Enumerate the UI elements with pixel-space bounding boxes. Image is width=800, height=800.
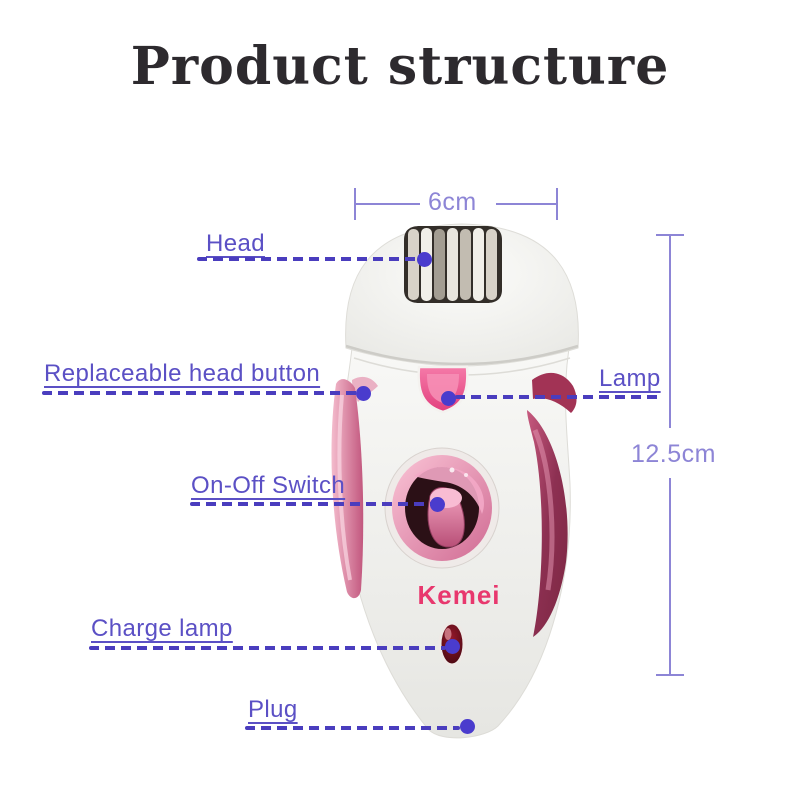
- width-dim-label: 6cm: [428, 188, 477, 216]
- head-seam-line: [345, 344, 579, 366]
- label-lamp: Lamp: [599, 365, 661, 392]
- width-dim-right-cap: [556, 188, 558, 220]
- label-head: Head: [206, 230, 265, 257]
- right-panel-highlight: [532, 429, 555, 591]
- leader-charge-lamp: [89, 646, 446, 650]
- label-on-off-switch: On-Off Switch: [191, 472, 346, 499]
- width-dim-left-cap: [354, 188, 356, 220]
- page-title: Product structure: [130, 36, 670, 97]
- dot-lamp: [441, 391, 456, 406]
- width-dim-line-left: [356, 203, 420, 205]
- label-charge-lamp: Charge lamp: [91, 615, 233, 642]
- width-dim-line-right: [496, 203, 556, 205]
- dot-charge-lamp: [445, 639, 460, 654]
- dot-plug: [460, 719, 475, 734]
- right-pink-panel: [527, 410, 568, 637]
- left-panel-highlight: [337, 394, 352, 581]
- dot-head: [417, 252, 432, 267]
- right-side-accent: [532, 372, 577, 413]
- leader-on-off-switch: [190, 502, 432, 506]
- tweezer-discs: [408, 228, 497, 301]
- dot-on-off-switch: [430, 497, 445, 512]
- label-replaceable-head-button: Replaceable head button: [44, 360, 321, 387]
- width-dimension: 6cm: [354, 188, 558, 220]
- leader-lamp: [455, 395, 662, 399]
- brand-logo: Kemei: [417, 580, 501, 610]
- leader-plug: [245, 726, 460, 730]
- leader-head: [197, 257, 422, 261]
- label-plug: Plug: [248, 696, 298, 723]
- dot-replaceable-head-button: [356, 386, 371, 401]
- on-off-switch-shape: [384, 447, 500, 569]
- leader-replaceable-head-button: [42, 391, 360, 395]
